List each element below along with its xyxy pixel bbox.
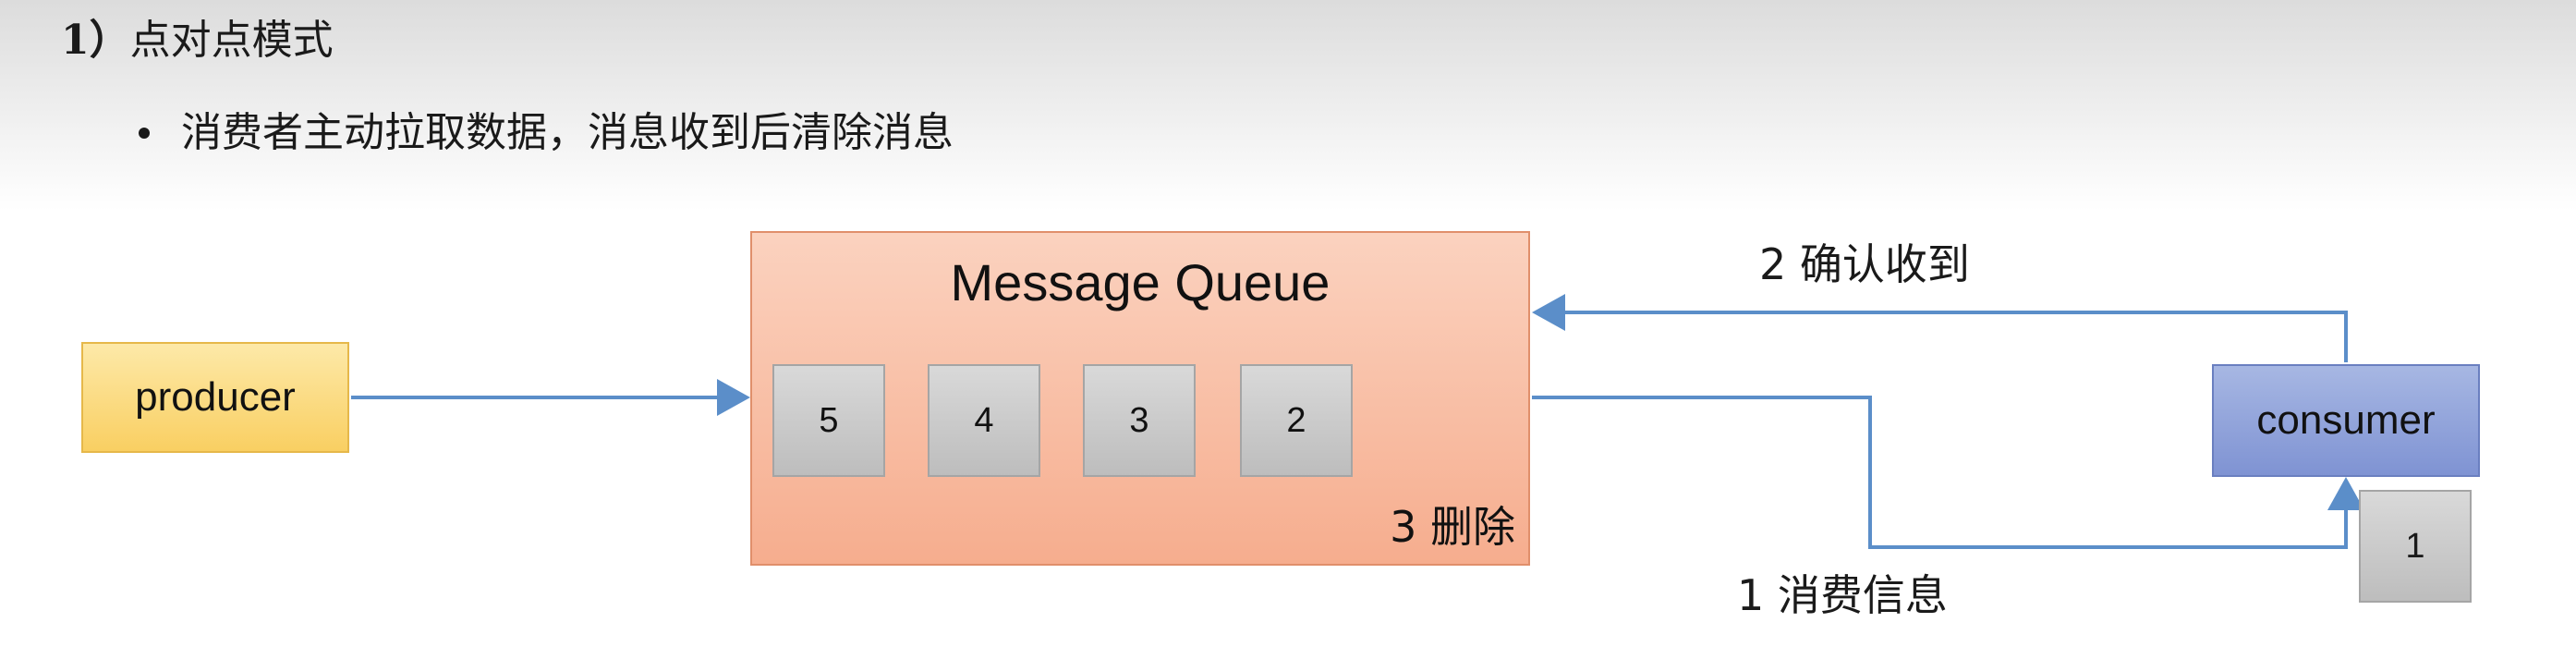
message-queue-box: Message Queue 5 4 3 2 3 删除 (750, 231, 1530, 566)
consumed-message: 1 (2359, 490, 2472, 603)
queue-message-label: 3 (1129, 400, 1149, 440)
consume-step-label: 1 消费信息 (1737, 570, 1948, 620)
queue-message: 5 (772, 364, 885, 477)
confirm-step-label: 2 确认收到 (1759, 239, 1970, 289)
heading-title: 点对点模式 (129, 17, 334, 64)
queue-message-label: 5 (819, 400, 839, 440)
bullet-item: 消费者主动拉取数据，消息收到后清除消息 (139, 104, 954, 163)
consumer-box: consumer (2212, 364, 2480, 477)
confirm-arrow (1532, 294, 2348, 362)
consume-arrow (1532, 396, 2364, 549)
producer-box: producer (81, 342, 349, 453)
queue-message: 2 (1240, 364, 1353, 477)
queue-message-label: 2 (1286, 400, 1306, 440)
queue-message-label: 4 (974, 400, 994, 440)
consumed-message-label: 1 (2405, 526, 2425, 566)
bullet-text: 消费者主动拉取数据，消息收到后清除消息 (181, 109, 954, 156)
producer-label: producer (135, 374, 296, 420)
bullet-dot-icon (139, 128, 150, 139)
header-band (0, 0, 2576, 211)
queue-message: 3 (1083, 364, 1196, 477)
consumer-label: consumer (2256, 397, 2436, 443)
queue-message: 4 (928, 364, 1040, 477)
delete-step-label: 3 删除 (1390, 502, 1515, 552)
section-heading: 1） 点对点模式 (61, 11, 334, 70)
heading-number: 1） (61, 17, 130, 64)
queue-title: Message Queue (950, 253, 1331, 311)
